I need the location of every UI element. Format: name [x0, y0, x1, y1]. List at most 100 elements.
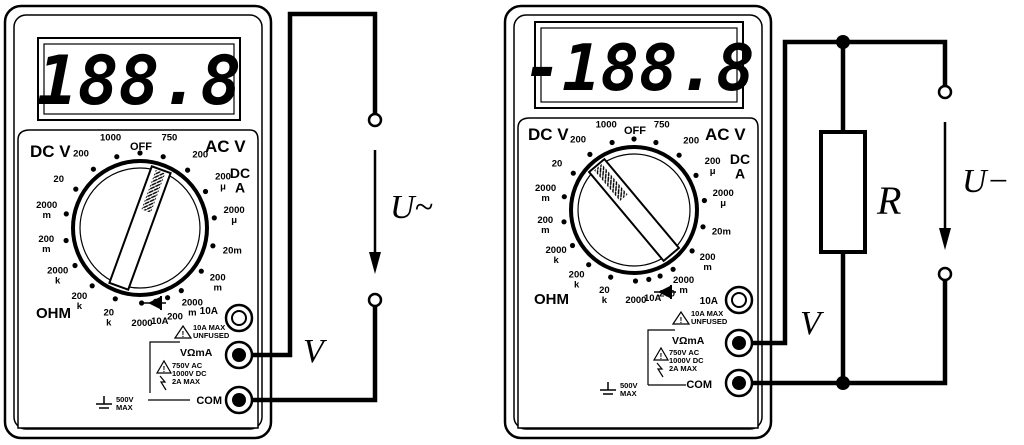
dial-dot	[202, 188, 209, 195]
dial-dot	[73, 186, 79, 192]
left-circuit: U~ V	[252, 11, 433, 403]
jack-com-label: COM	[196, 395, 222, 407]
dial-dot	[657, 273, 663, 279]
dial-dot	[139, 300, 145, 306]
warning-bracket	[647, 329, 675, 385]
dial-range-label-left-2: 20	[53, 174, 64, 185]
dial-dot	[198, 268, 204, 274]
warning-triangle-icon: !	[652, 346, 670, 378]
dial-dot	[700, 224, 706, 230]
dial-dot	[670, 266, 676, 272]
dial-range-label-left-8: 2000	[131, 318, 152, 329]
dial-dot	[72, 262, 78, 269]
ac-voltage-label: U~	[390, 189, 433, 226]
ohm-label: OHM	[534, 291, 569, 308]
probe-v-label: V	[303, 333, 328, 370]
dial-dot	[569, 242, 576, 249]
display-window	[43, 43, 235, 115]
dial-dot	[561, 219, 567, 225]
jack-10a-label: 10A	[200, 306, 218, 317]
ac-v-label: AC V	[705, 125, 746, 144]
dial-dot	[63, 211, 69, 217]
jack-com-hole	[732, 376, 746, 390]
svg-text:!: !	[660, 352, 663, 361]
terminal-top	[937, 84, 953, 100]
dial-knob-pointer[interactable]	[587, 157, 681, 263]
junction-bottom	[836, 376, 850, 390]
dial-dot	[211, 215, 217, 221]
dial-knob-pointer[interactable]	[108, 165, 172, 291]
ground-symbol-icon	[600, 382, 616, 395]
off-label: OFF	[130, 141, 152, 153]
dial-position-dots	[561, 136, 708, 284]
junction-top	[836, 35, 850, 49]
dial-dot	[90, 166, 96, 172]
wire-v-probe	[252, 11, 378, 358]
dial-dot	[693, 172, 699, 178]
dial-range-label-left-1: 200	[73, 149, 89, 160]
diode-icon	[654, 285, 676, 299]
off-label: OFF	[624, 125, 646, 137]
ohm-label: OHM	[36, 305, 71, 322]
jack-10a-label: 10A	[700, 296, 718, 307]
jack-vma-label: VΩmA	[672, 335, 705, 347]
svg-text:!: !	[182, 330, 185, 339]
terminal-top	[367, 112, 383, 128]
dial-range-label-right-4: 20m	[712, 226, 731, 237]
dc-v-label: DC V	[30, 142, 71, 161]
terminal-bottom	[937, 266, 953, 282]
dial-range-label-left-8: 2000	[625, 295, 646, 306]
jack-com-hole	[232, 393, 246, 407]
ground-symbol-icon	[96, 396, 112, 409]
dial-dot	[178, 288, 184, 294]
dial-dot	[587, 151, 593, 157]
right-circuit: R U− V	[752, 35, 1010, 390]
dial-dot	[609, 139, 615, 146]
dial-dot	[63, 237, 69, 244]
display-readout: -188.8	[523, 32, 754, 106]
dial-range-label-left-0: 1000	[100, 133, 121, 144]
dial-dot	[165, 295, 171, 301]
dial-range-label-left-2: 20	[552, 158, 563, 169]
ac-v-label: AC V	[205, 137, 246, 156]
dc-v-label: DC V	[528, 125, 569, 144]
voltage-arrowhead	[369, 252, 381, 274]
dial-dot	[632, 278, 639, 284]
dial-range-label-left-9: 200	[167, 311, 183, 322]
warning-triangle-icon: !	[671, 310, 691, 325]
svg-text:!: !	[163, 365, 166, 374]
wire-com-probe	[752, 280, 948, 386]
dial-dot	[608, 274, 614, 280]
dc-voltage-label: U−	[962, 163, 1010, 200]
dial-range-label-right-1: 200	[683, 136, 699, 147]
display-window	[540, 27, 738, 103]
warning-triangle-icon: !	[155, 359, 173, 391]
terminal-bottom	[367, 292, 383, 308]
svg-text:!: !	[680, 316, 683, 325]
dial-dot	[561, 194, 567, 200]
dial-range-label-right-7: 10A	[644, 293, 662, 304]
jack-10a-hole	[731, 292, 747, 308]
dial-range-label-right-4: 20m	[223, 246, 242, 257]
dial-dot	[689, 248, 695, 254]
jack-10a-hole	[231, 310, 247, 326]
